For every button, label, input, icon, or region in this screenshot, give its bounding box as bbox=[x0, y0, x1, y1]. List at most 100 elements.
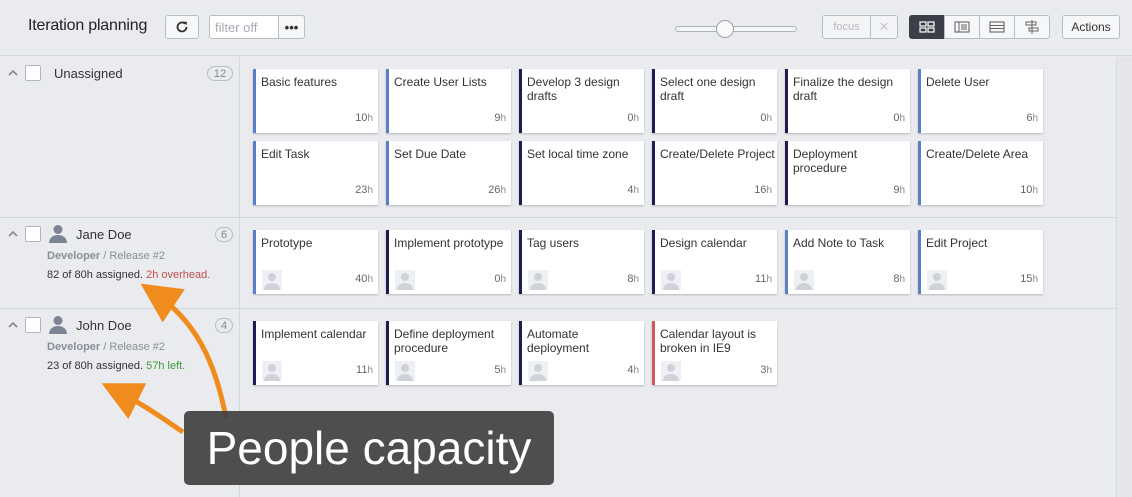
task-hours: 3h bbox=[760, 364, 772, 376]
task-title: Implement calendar bbox=[261, 327, 367, 341]
row-checkbox[interactable] bbox=[25, 317, 41, 333]
role-label: Developer / Release #2 bbox=[47, 250, 166, 262]
vertical-scrollbar[interactable] bbox=[1116, 57, 1132, 497]
assignee-avatar-icon bbox=[395, 361, 415, 381]
task-hours: 11h bbox=[755, 273, 772, 285]
task-title: Delete User bbox=[926, 75, 990, 89]
task-hours: 8h bbox=[893, 273, 905, 285]
task-card[interactable]: Set local time zone 4h bbox=[519, 141, 644, 205]
task-title: Calendar layout is broken in IE9 bbox=[660, 327, 757, 355]
row-checkbox[interactable] bbox=[25, 65, 41, 81]
task-title: Implement prototype bbox=[394, 236, 504, 250]
task-card[interactable]: Implement calendar 11h bbox=[253, 321, 378, 385]
assignee-avatar-icon bbox=[528, 270, 548, 290]
task-card[interactable]: Set Due Date 26h bbox=[386, 141, 511, 205]
task-hours: 4h bbox=[627, 184, 639, 196]
chevron-up-icon[interactable] bbox=[7, 319, 19, 331]
row-checkbox[interactable] bbox=[25, 226, 41, 242]
task-count-badge: 12 bbox=[207, 66, 233, 81]
task-title: Create/Delete Area bbox=[926, 147, 1029, 161]
task-title: Edit Project bbox=[926, 236, 988, 250]
task-card[interactable]: Automate deployment 4h bbox=[519, 321, 644, 385]
task-hours: 15h bbox=[1020, 273, 1038, 285]
rows-view-button[interactable] bbox=[979, 15, 1015, 39]
assignee-avatar-icon bbox=[528, 361, 548, 381]
task-card[interactable]: Develop 3 design drafts 0h bbox=[519, 69, 644, 133]
filter-input[interactable]: filter off bbox=[209, 15, 279, 39]
task-hours: 26h bbox=[488, 184, 506, 196]
task-card[interactable]: Design calendar 11h bbox=[652, 230, 777, 294]
capacity-label: 82 of 80h assigned. 2h overhead. bbox=[47, 269, 211, 281]
task-hours: 0h bbox=[494, 273, 506, 285]
task-hours: 5h bbox=[494, 364, 506, 376]
task-hours: 40h bbox=[355, 273, 373, 285]
assignee-avatar-icon bbox=[794, 270, 814, 290]
board-view-icon bbox=[919, 21, 935, 33]
row-name: Unassigned bbox=[54, 66, 123, 81]
task-title: Set local time zone bbox=[527, 147, 629, 161]
rows-view-icon bbox=[989, 21, 1005, 33]
task-title: Design calendar bbox=[660, 236, 747, 250]
task-hours: 16h bbox=[754, 184, 772, 196]
actions-button[interactable]: Actions bbox=[1062, 15, 1120, 39]
refresh-button[interactable] bbox=[165, 15, 199, 39]
row-divider bbox=[0, 217, 1116, 218]
task-hours: 4h bbox=[627, 364, 639, 376]
assignee-avatar-icon bbox=[927, 270, 947, 290]
list-view-button[interactable] bbox=[944, 15, 980, 39]
task-card[interactable]: Prototype 40h bbox=[253, 230, 378, 294]
task-title: Automate deployment bbox=[527, 327, 590, 355]
assignee-avatar-icon bbox=[661, 361, 681, 381]
task-title: Develop 3 design drafts bbox=[527, 75, 620, 103]
task-hours: 9h bbox=[893, 184, 905, 196]
task-count-badge: 6 bbox=[215, 227, 234, 242]
toolbar: Iteration planning filter off ••• focus … bbox=[0, 0, 1132, 56]
task-title: Define deployment procedure bbox=[394, 327, 495, 355]
task-title: Prototype bbox=[261, 236, 313, 250]
chevron-up-icon[interactable] bbox=[7, 67, 19, 79]
chevron-up-icon[interactable] bbox=[7, 228, 19, 240]
zoom-slider-track[interactable] bbox=[675, 26, 797, 32]
timeline-view-button[interactable] bbox=[1014, 15, 1050, 39]
board-view-button[interactable] bbox=[909, 15, 945, 39]
assignee-avatar-icon bbox=[262, 270, 282, 290]
focus-button[interactable]: focus bbox=[822, 15, 871, 39]
task-title: Add Note to Task bbox=[793, 236, 885, 250]
task-card[interactable]: Define deployment procedure 5h bbox=[386, 321, 511, 385]
list-view-icon bbox=[954, 21, 970, 33]
people-capacity-callout: People capacity bbox=[184, 411, 554, 485]
more-options-button[interactable]: ••• bbox=[278, 15, 305, 39]
refresh-icon bbox=[176, 21, 188, 33]
task-hours: 0h bbox=[627, 112, 639, 124]
task-title: Deployment procedure bbox=[793, 147, 858, 175]
role-label: Developer / Release #2 bbox=[47, 341, 166, 353]
assignee-avatar-icon bbox=[395, 270, 415, 290]
focus-clear-button[interactable]: ✕ bbox=[870, 15, 898, 39]
task-card[interactable]: Implement prototype 0h bbox=[386, 230, 511, 294]
user-avatar-icon bbox=[49, 225, 67, 243]
task-card[interactable]: Add Note to Task 8h bbox=[785, 230, 910, 294]
task-card[interactable]: Deployment procedure 9h bbox=[785, 141, 910, 205]
task-hours: 11h bbox=[356, 364, 373, 376]
task-title: Set Due Date bbox=[394, 147, 467, 161]
page-title: Iteration planning bbox=[28, 17, 148, 34]
task-card[interactable]: Edit Project 15h bbox=[918, 230, 1043, 294]
row-name: Jane Doe bbox=[76, 227, 132, 242]
assignee-avatar-icon bbox=[262, 361, 282, 381]
row-headers-column bbox=[0, 57, 240, 497]
row-divider bbox=[0, 308, 1116, 309]
task-hours: 9h bbox=[494, 112, 506, 124]
zoom-slider-handle[interactable] bbox=[716, 20, 734, 38]
row-name: John Doe bbox=[76, 318, 132, 333]
task-hours: 8h bbox=[627, 273, 639, 285]
